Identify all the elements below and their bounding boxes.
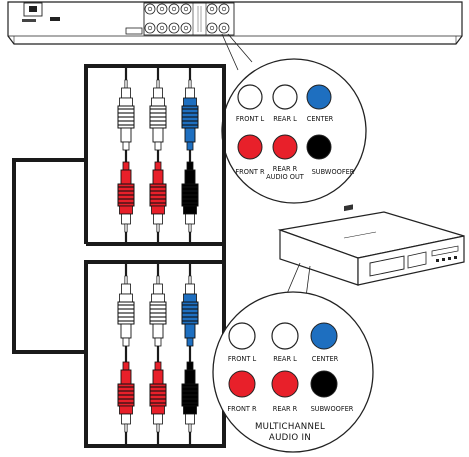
rca-port-icon xyxy=(218,3,230,15)
rca-port-icon xyxy=(168,3,180,15)
rca-plug-icon xyxy=(181,361,199,433)
receiver-subwoofer-label: SUBWOOFER xyxy=(311,405,354,413)
rear-l-jack xyxy=(272,84,298,110)
rca-plug-icon xyxy=(117,361,135,433)
multichannel-caption: MULTICHANNEL xyxy=(255,422,325,432)
receiver-front-r-jack xyxy=(228,370,256,398)
power-socket-icon xyxy=(23,2,43,17)
receiver-subwoofer-jack xyxy=(310,370,338,398)
rca-plug-icon xyxy=(181,161,199,233)
rca-port-icon xyxy=(206,22,218,34)
av-receiver-illustration xyxy=(277,204,465,286)
rca-plug-icon xyxy=(149,161,167,233)
center-label: CENTER xyxy=(307,115,334,123)
player-back-panel xyxy=(7,1,463,45)
receiver-rear-l-label: REAR L xyxy=(273,355,297,363)
subwoofer-label: SUBWOOFER xyxy=(312,168,355,176)
rca-plug-icon xyxy=(117,275,135,347)
rca-plug-icon xyxy=(181,79,199,151)
rca-plug-icon xyxy=(181,275,199,347)
receiver-rear-l-jack xyxy=(271,322,299,350)
callout-line xyxy=(221,33,239,71)
front-r-jack xyxy=(237,134,263,160)
rca-plug-icon xyxy=(149,275,167,347)
rca-port-icon xyxy=(144,3,156,15)
audio-in-caption: AUDIO IN xyxy=(269,433,311,443)
rear-l-label: REAR L xyxy=(273,115,297,123)
rca-port-icon xyxy=(180,22,192,34)
rca-plug-icon xyxy=(149,79,167,151)
rear-r-label: REAR R xyxy=(273,165,298,173)
receiver-front-l-label: FRONT L xyxy=(228,355,257,363)
receiver-front-r-label: FRONT R xyxy=(227,405,257,413)
receiver-jack-callout: FRONT L REAR L CENTER FRONT R REAR R SUB… xyxy=(212,291,374,453)
receiver-display-icon xyxy=(369,255,405,277)
cable-harness xyxy=(12,64,226,448)
audio-out-label: AUDIO OUT xyxy=(266,173,305,181)
rear-connector-block xyxy=(143,2,235,36)
front-l-jack xyxy=(237,84,263,110)
receiver-rear-r-jack xyxy=(271,370,299,398)
rca-port-icon xyxy=(206,3,218,15)
rca-port-icon xyxy=(180,3,192,15)
receiver-center-label: CENTER xyxy=(312,355,339,363)
center-jack xyxy=(306,84,332,110)
subwoofer-jack xyxy=(306,134,332,160)
hdmi-port-icon xyxy=(125,27,143,35)
receiver-rear-r-label: REAR R xyxy=(273,405,298,413)
player-jack-callout: FRONT L REAR L CENTER FRONT R REAR R AUD… xyxy=(221,58,367,204)
rca-plug-icon xyxy=(117,79,135,151)
rear-r-jack xyxy=(272,134,298,160)
rca-plug-icon xyxy=(149,361,167,433)
front-r-label: FRONT R xyxy=(235,168,265,176)
rca-plug-icon xyxy=(117,161,135,233)
rca-port-icon xyxy=(168,22,180,34)
rca-port-icon xyxy=(218,22,230,34)
front-l-label: FRONT L xyxy=(236,115,265,123)
rca-port-icon xyxy=(156,3,168,15)
receiver-front-l-jack xyxy=(228,322,256,350)
small-port-icon xyxy=(50,17,60,21)
rca-port-icon xyxy=(156,22,168,34)
receiver-center-jack xyxy=(310,322,338,350)
rca-port-icon xyxy=(144,22,156,34)
